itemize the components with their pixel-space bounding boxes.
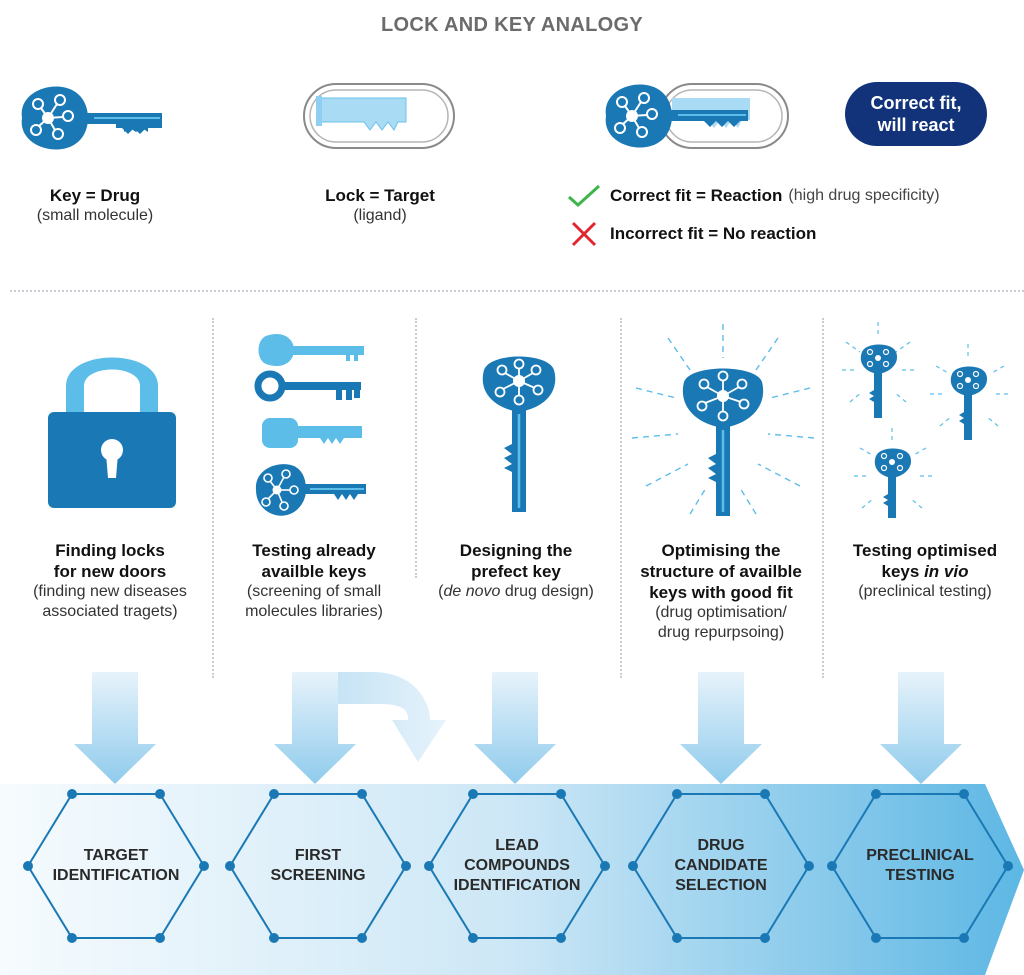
step-title-line: Optimising the bbox=[661, 541, 781, 560]
stage-label-line: FIRST bbox=[294, 847, 342, 864]
down-arrow bbox=[880, 672, 962, 784]
down-arrows bbox=[74, 672, 962, 784]
step-sub-line: molecules libraries) bbox=[245, 603, 383, 620]
key-drug-icon bbox=[21, 86, 162, 150]
down-arrow bbox=[274, 672, 356, 784]
step-preclinical-text: Testing optimised keys in vio (preclinic… bbox=[830, 540, 1020, 602]
step-sub-rest: drug design) bbox=[500, 583, 594, 600]
step-title-line: availble keys bbox=[261, 562, 367, 581]
cross-icon bbox=[571, 221, 597, 247]
step-sub-line: (de novo drug design) bbox=[438, 583, 594, 600]
key-caption-sub: (small molecule) bbox=[36, 207, 154, 224]
step-sub-line: (drug optimisation/ bbox=[655, 604, 787, 621]
step-title-italic: in vio bbox=[924, 562, 969, 581]
padlock-icon bbox=[48, 357, 176, 508]
lock-caption-sub: (ligand) bbox=[353, 207, 407, 224]
correct-fit-badge: Correct fit, will react bbox=[845, 82, 987, 146]
step-title-line: prefect key bbox=[471, 562, 561, 581]
step-title-line: keys with good fit bbox=[649, 583, 793, 602]
optimised-keys-icon bbox=[842, 322, 1008, 518]
stage-label-line: PRECLINICAL bbox=[866, 847, 974, 864]
stage-label-line: IDENTIFICATION bbox=[453, 877, 581, 894]
fit-badge-line1: Correct fit, bbox=[870, 93, 962, 113]
stage-drug-candidate: DRUG CANDIDATE SELECTION bbox=[651, 836, 791, 896]
step-title-plain: keys bbox=[881, 562, 925, 581]
step-sub-line: drug repurpsoing) bbox=[657, 624, 785, 641]
pipeline-band-background bbox=[0, 784, 1024, 975]
legend-correct: Correct fit = Reaction (high drug specif… bbox=[566, 183, 940, 209]
step-sub-line: (finding new diseases bbox=[33, 583, 187, 600]
stage-lead-compounds: LEAD COMPOUNDS IDENTIFICATION bbox=[447, 836, 587, 896]
lock-target-icon bbox=[303, 83, 455, 149]
stage-target-identification: TARGET IDENTIFICATION bbox=[46, 846, 186, 886]
key-caption: Key = Drug (small molecule) bbox=[10, 185, 180, 226]
stage-label-line: CANDIDATE bbox=[674, 857, 768, 874]
step-optimise-text: Optimising the structure of availble key… bbox=[626, 540, 816, 643]
fit-badge-line2: will react bbox=[877, 115, 955, 135]
step-title-line: for new doors bbox=[53, 562, 167, 581]
available-keys-icon bbox=[254, 333, 366, 516]
step-title-line: keys in vio bbox=[830, 561, 1020, 582]
step-design-text: Designing the prefect key (de novo drug … bbox=[424, 540, 608, 602]
step-title-line: Testing optimised bbox=[852, 541, 998, 560]
key-caption-title: Key = Drug bbox=[49, 186, 141, 205]
lock-caption-title: Lock = Target bbox=[325, 186, 435, 205]
check-icon bbox=[568, 184, 601, 208]
legend-correct-label: Correct fit = Reaction bbox=[610, 186, 783, 205]
step-sub-line: (preclinical testing) bbox=[858, 583, 992, 600]
perfect-key-icon bbox=[482, 356, 556, 512]
stage-label-line: DRUG bbox=[697, 837, 745, 854]
step-target-text: Finding locks for new doors (finding new… bbox=[20, 540, 200, 622]
step-sub-line: (screening of small bbox=[246, 583, 382, 600]
legend-incorrect: Incorrect fit = No reaction bbox=[566, 221, 822, 247]
glowing-key-icon bbox=[631, 324, 815, 516]
step-sub-line: associated tragets) bbox=[42, 603, 178, 620]
stage-preclinical-testing: PRECLINICAL TESTING bbox=[850, 846, 990, 886]
stage-label-line: TESTING bbox=[885, 867, 955, 884]
down-arrow bbox=[680, 672, 762, 784]
legend-incorrect-label: Incorrect fit = No reaction bbox=[610, 224, 817, 243]
step-title-line: Testing already bbox=[252, 541, 376, 560]
lock-caption: Lock = Target (ligand) bbox=[288, 185, 472, 226]
column-divider bbox=[620, 318, 622, 678]
stage-label-line: LEAD bbox=[495, 837, 539, 854]
step-title-line: Designing the bbox=[459, 541, 573, 560]
stage-first-screening: FIRST SCREENING bbox=[248, 846, 388, 886]
page-title: LOCK AND KEY ANALOGY bbox=[381, 14, 643, 36]
stage-label-line: SCREENING bbox=[270, 867, 366, 884]
key-in-lock-icon bbox=[605, 83, 789, 149]
column-divider bbox=[212, 318, 214, 678]
stage-label-line: TARGET bbox=[83, 847, 149, 864]
section-divider bbox=[10, 290, 1024, 292]
pipeline-band bbox=[0, 672, 1024, 975]
stage-label-line: IDENTIFICATION bbox=[52, 867, 180, 884]
column-divider bbox=[415, 318, 417, 578]
step-title-line: structure of availble bbox=[640, 562, 802, 581]
down-arrow bbox=[74, 672, 156, 784]
step-sub-italic: de novo bbox=[443, 583, 501, 600]
step-screening-text: Testing already availble keys (screening… bbox=[224, 540, 404, 622]
stage-label-line: SELECTION bbox=[675, 877, 767, 894]
step-title-line: Finding locks bbox=[55, 541, 165, 560]
legend-correct-note: (high drug specificity) bbox=[788, 187, 940, 204]
down-arrow bbox=[474, 672, 556, 784]
column-divider bbox=[822, 318, 824, 678]
stage-label-line: COMPOUNDS bbox=[464, 857, 570, 874]
